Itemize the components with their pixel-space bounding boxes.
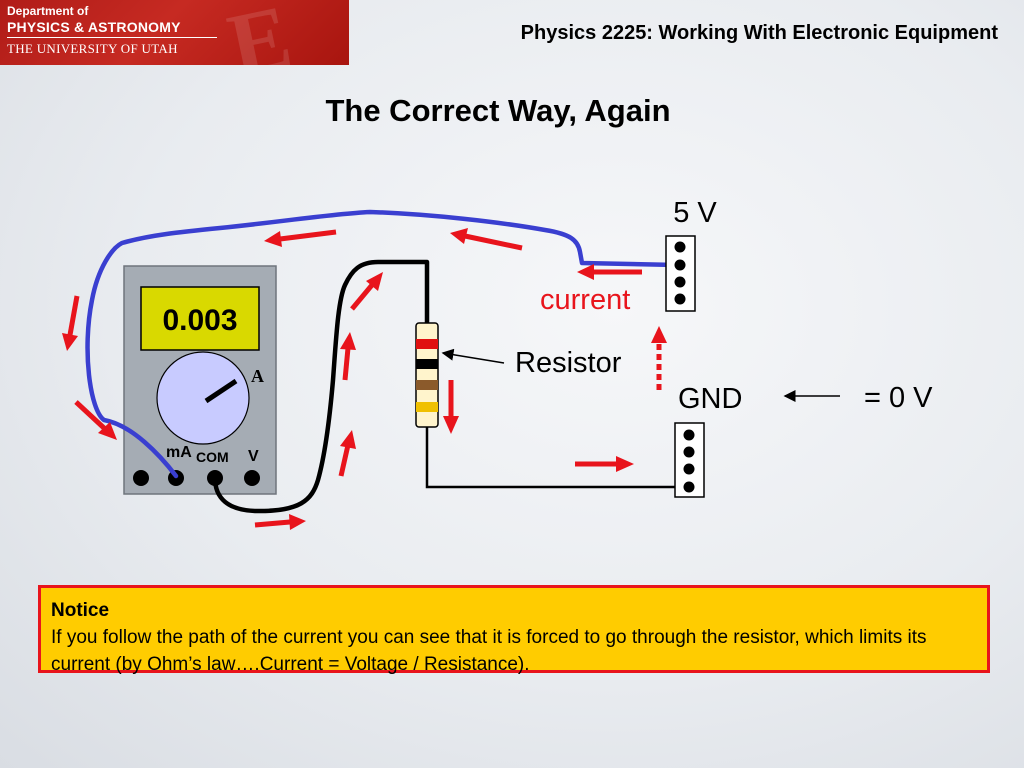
ground-label: GND [678,383,742,415]
supply-pin-4[interactable] [674,293,686,305]
supply-pin-3[interactable] [674,276,686,288]
notice-heading: Notice [51,600,110,621]
ground-pin-1[interactable] [683,429,695,441]
resistor-band-black [416,359,438,369]
wire-common[interactable] [212,259,430,514]
current-arrow-2 [450,228,523,251]
ground-pin-3[interactable] [683,463,695,475]
resistor-band-gold [416,402,438,412]
jack-label-v: V [248,448,259,465]
current-arrow-9 [350,272,383,311]
wire-positive[interactable] [85,209,680,479]
ground-value: = 0 V [864,382,933,414]
current-arrow-11 [575,456,634,472]
meter-reading: 0.003 [162,304,237,337]
current-arrow-10 [443,380,459,434]
logo-divider [7,37,217,38]
jack-v[interactable] [244,470,260,486]
current-arrow-4 [62,295,80,351]
multimeter: 0.003 A mA COM V [123,265,277,495]
current-arrows [62,228,642,530]
notice-body: If you follow the path of the current yo… [51,627,927,675]
current-label: current [540,284,630,316]
ground-pin-4[interactable] [683,481,695,493]
logo-department-line: Department of [7,4,89,18]
dial-pointer [204,378,238,404]
resistor[interactable] [415,322,439,428]
current-arrow-1 [577,264,642,280]
resistor-band-red [416,339,438,349]
meter-display [140,286,260,351]
resistor-pointer [441,348,505,364]
wire-ground[interactable] [425,427,687,489]
ground-pin-2[interactable] [683,446,695,458]
current-arrow-8 [340,332,356,381]
logo-physics-line: PHYSICS & ASTRONOMY [7,19,181,35]
supply-pin-2[interactable] [674,259,686,271]
current-arrow-5 [74,400,117,440]
slide-title: The Correct Way, Again [325,93,671,128]
jack-label-com: COM [196,449,229,465]
supply-pin-1[interactable] [674,241,686,253]
dial-label-a: A [251,366,264,386]
logo-university-line: THE UNIVERSITY OF UTAH [7,41,178,56]
university-logo: E Department of PHYSICS & ASTRONOMY THE … [0,0,349,65]
current-arrow-6 [254,514,306,530]
course-title: Physics 2225: Working With Electronic Eq… [520,22,998,44]
supply-label: 5 V [673,197,717,229]
jack-a[interactable] [133,470,149,486]
current-arrow-3 [264,229,337,247]
meter-dial[interactable] [156,351,250,445]
resistor-label: Resistor [515,347,622,379]
jack-label-ma: mA [166,444,192,461]
current-dotted-arrow-head [651,326,667,343]
current-arrow-7 [338,430,356,477]
resistor-band-brown [416,380,438,390]
notice-box: Notice If you follow the path of the cur… [38,585,990,675]
